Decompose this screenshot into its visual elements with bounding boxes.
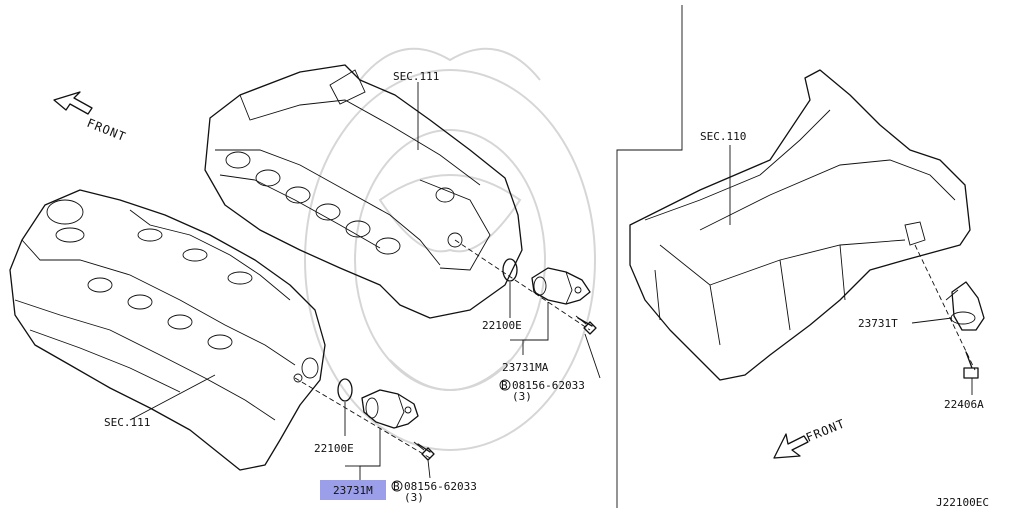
diagram-code: J22100EC xyxy=(936,496,989,509)
crankshaft-sensor-part xyxy=(945,281,985,331)
label-oring-upper[interactable]: 22100E xyxy=(482,319,522,332)
axis-crank xyxy=(914,244,976,371)
camshaft-sensor-upper-part xyxy=(531,267,591,305)
bolt-marker-lower-letter: B xyxy=(393,480,400,493)
oring-upper-part xyxy=(502,258,518,282)
oring-lower-part xyxy=(337,378,353,402)
label-sensor-crank[interactable]: 23731T xyxy=(858,317,898,330)
front-label-left: FRONT xyxy=(85,116,128,144)
label-bolt-crank[interactable]: 22406A xyxy=(944,398,984,411)
front-arrow-right: FRONT xyxy=(773,416,847,459)
bolt-lower-part xyxy=(413,441,435,461)
front-label-right: FRONT xyxy=(804,416,847,444)
label-bolt-lower-qty: (3) xyxy=(404,491,424,504)
label-bolt-upper-qty: (3) xyxy=(512,390,532,403)
label-sensor-upper[interactable]: 23731MA xyxy=(502,361,549,374)
axis-lower xyxy=(294,377,431,459)
label-sec110[interactable]: SEC.110 xyxy=(700,130,746,143)
label-bolt-upper[interactable]: 08156-62033 xyxy=(512,379,585,392)
bolt-upper-part xyxy=(575,315,597,335)
label-sec111-top[interactable]: SEC.111 xyxy=(393,70,439,83)
highlight-box xyxy=(320,480,386,500)
camshaft-sensor-lower-part xyxy=(361,389,419,429)
section-divider xyxy=(616,5,683,508)
cylinder-head-lower xyxy=(9,189,326,471)
bolt-marker-upper-letter: B xyxy=(501,379,508,392)
front-arrow-left: FRONT xyxy=(53,91,128,144)
cylinder-head-upper xyxy=(204,64,523,319)
bolt-marker-lower: B xyxy=(391,480,403,493)
oil-pan xyxy=(629,69,971,381)
leader-lines xyxy=(129,82,973,480)
label-sensor-lower[interactable]: 23731M xyxy=(333,484,373,497)
bolt-crank-part xyxy=(963,351,979,379)
bolt-marker-upper: B xyxy=(499,379,511,392)
label-sec111-bottom[interactable]: SEC.111 xyxy=(104,416,150,429)
watermark-emblem xyxy=(304,47,596,451)
label-oring-lower[interactable]: 22100E xyxy=(314,442,354,455)
axis-upper xyxy=(454,239,591,331)
label-bolt-lower[interactable]: 08156-62033 xyxy=(404,480,477,493)
